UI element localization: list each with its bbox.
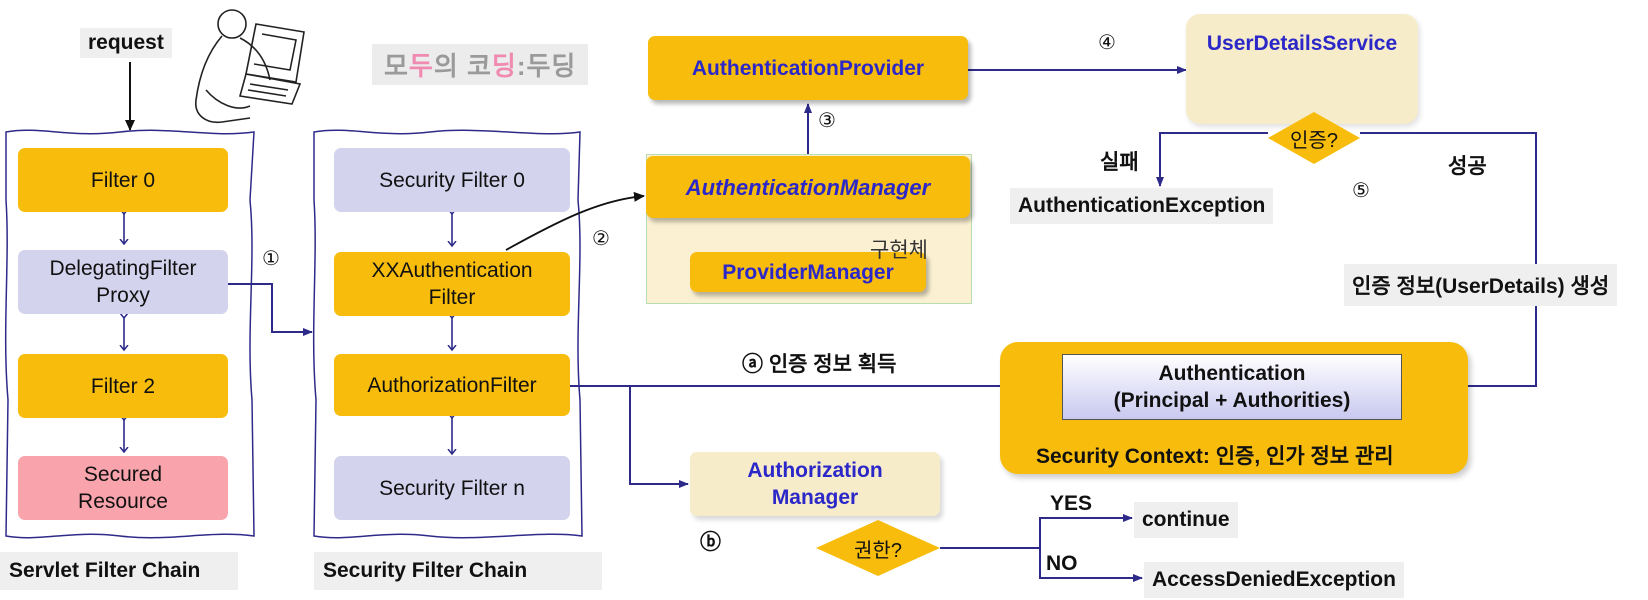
step-a-label: ⓐ 인증 정보 획득 [742, 353, 897, 376]
authentication-object: Authentication (Principal + Authorities) [1062, 354, 1402, 420]
watermark-part1: 모 [384, 51, 409, 81]
security-chain-frame [312, 129, 583, 539]
delegating-line1: DelegatingFilter [49, 257, 197, 280]
no-arrow [1039, 548, 1143, 582]
authentication-manager: AuthenticationManager [646, 156, 970, 218]
auth-decision-label: 인증? [1290, 129, 1338, 152]
person-illustration [195, 9, 305, 124]
xxauth-line2: Filter [428, 286, 476, 309]
user-details-create-label: 인증 정보(UserDetails) 생성 [1344, 264, 1618, 306]
authentication-line2: (Principal + Authorities) [1113, 389, 1351, 412]
authz-manager-line2: Manager [771, 486, 859, 509]
delegating-filter-proxy: DelegatingFilter Proxy [18, 250, 228, 314]
step-b-label: ⓑ [700, 531, 721, 554]
xxauth-line1: XXAuthentication [371, 259, 533, 282]
success-label: 성공 [1448, 155, 1487, 178]
filter-0: Filter 0 [18, 148, 228, 212]
yes-arrow [940, 514, 1133, 549]
secured-line1: Secured [83, 463, 163, 486]
security-filter-0: Security Filter 0 [334, 148, 570, 212]
step-2: ② [592, 228, 610, 250]
delegating-line2: Proxy [96, 284, 150, 307]
fail-arrow [1156, 132, 1268, 187]
no-label: NO [1046, 552, 1078, 575]
security-filter-n: Security Filter n [334, 456, 570, 520]
authentication-provider: AuthenticationProvider [648, 36, 968, 100]
security-context-label: Security Context: 인증, 인가 정보 관리 [1036, 445, 1394, 468]
step-4: ④ [1098, 32, 1116, 54]
servlet-chain-frame [4, 129, 255, 539]
security-chain-title: Security Filter Chain [314, 552, 602, 590]
secured-resource: Secured Resource [18, 456, 228, 520]
access-denied-exception: AccessDeniedException [1144, 562, 1404, 598]
yes-label: YES [1050, 492, 1093, 515]
xxauthentication-filter: XXAuthentication Filter [334, 252, 570, 316]
filter-to-authz-manager-arrow [629, 386, 689, 488]
authentication-line1: Authentication [1158, 362, 1306, 385]
fail-label: 실패 [1100, 151, 1139, 174]
step-1: ① [262, 248, 280, 270]
watermark: 모두의 코딩:두딩 [372, 44, 589, 85]
watermark-part4: 딩 [491, 51, 517, 81]
step-5: ⑤ [1352, 180, 1370, 202]
watermark-part5: :두딩 [516, 51, 577, 81]
filter-2: Filter 2 [18, 354, 228, 418]
watermark-part2: 두 [408, 51, 434, 81]
request-label: request [80, 28, 172, 58]
authorization-filter: AuthorizationFilter [334, 354, 570, 416]
servlet-chain-title: Servlet Filter Chain [0, 552, 238, 590]
authentication-exception: AuthenticationException [1010, 188, 1274, 224]
authz-manager-line1: Authorization [747, 459, 883, 482]
permission-decision-label: 권한? [854, 539, 902, 562]
secured-line2: Resource [78, 490, 168, 513]
filter-to-manager-arrow [505, 191, 645, 251]
success-arrow [1360, 132, 1537, 390]
continue-label: continue [1134, 502, 1238, 538]
user-details-service: UserDetailsService [1186, 14, 1418, 124]
proxy-to-chain-arrow [228, 283, 313, 336]
step-3: ③ [818, 110, 836, 132]
impl-label: 구현체 [870, 239, 928, 262]
watermark-part3: 의 코 [433, 51, 492, 81]
authorization-manager: Authorization Manager [690, 452, 940, 516]
provider-manager: ProviderManager [690, 252, 926, 292]
